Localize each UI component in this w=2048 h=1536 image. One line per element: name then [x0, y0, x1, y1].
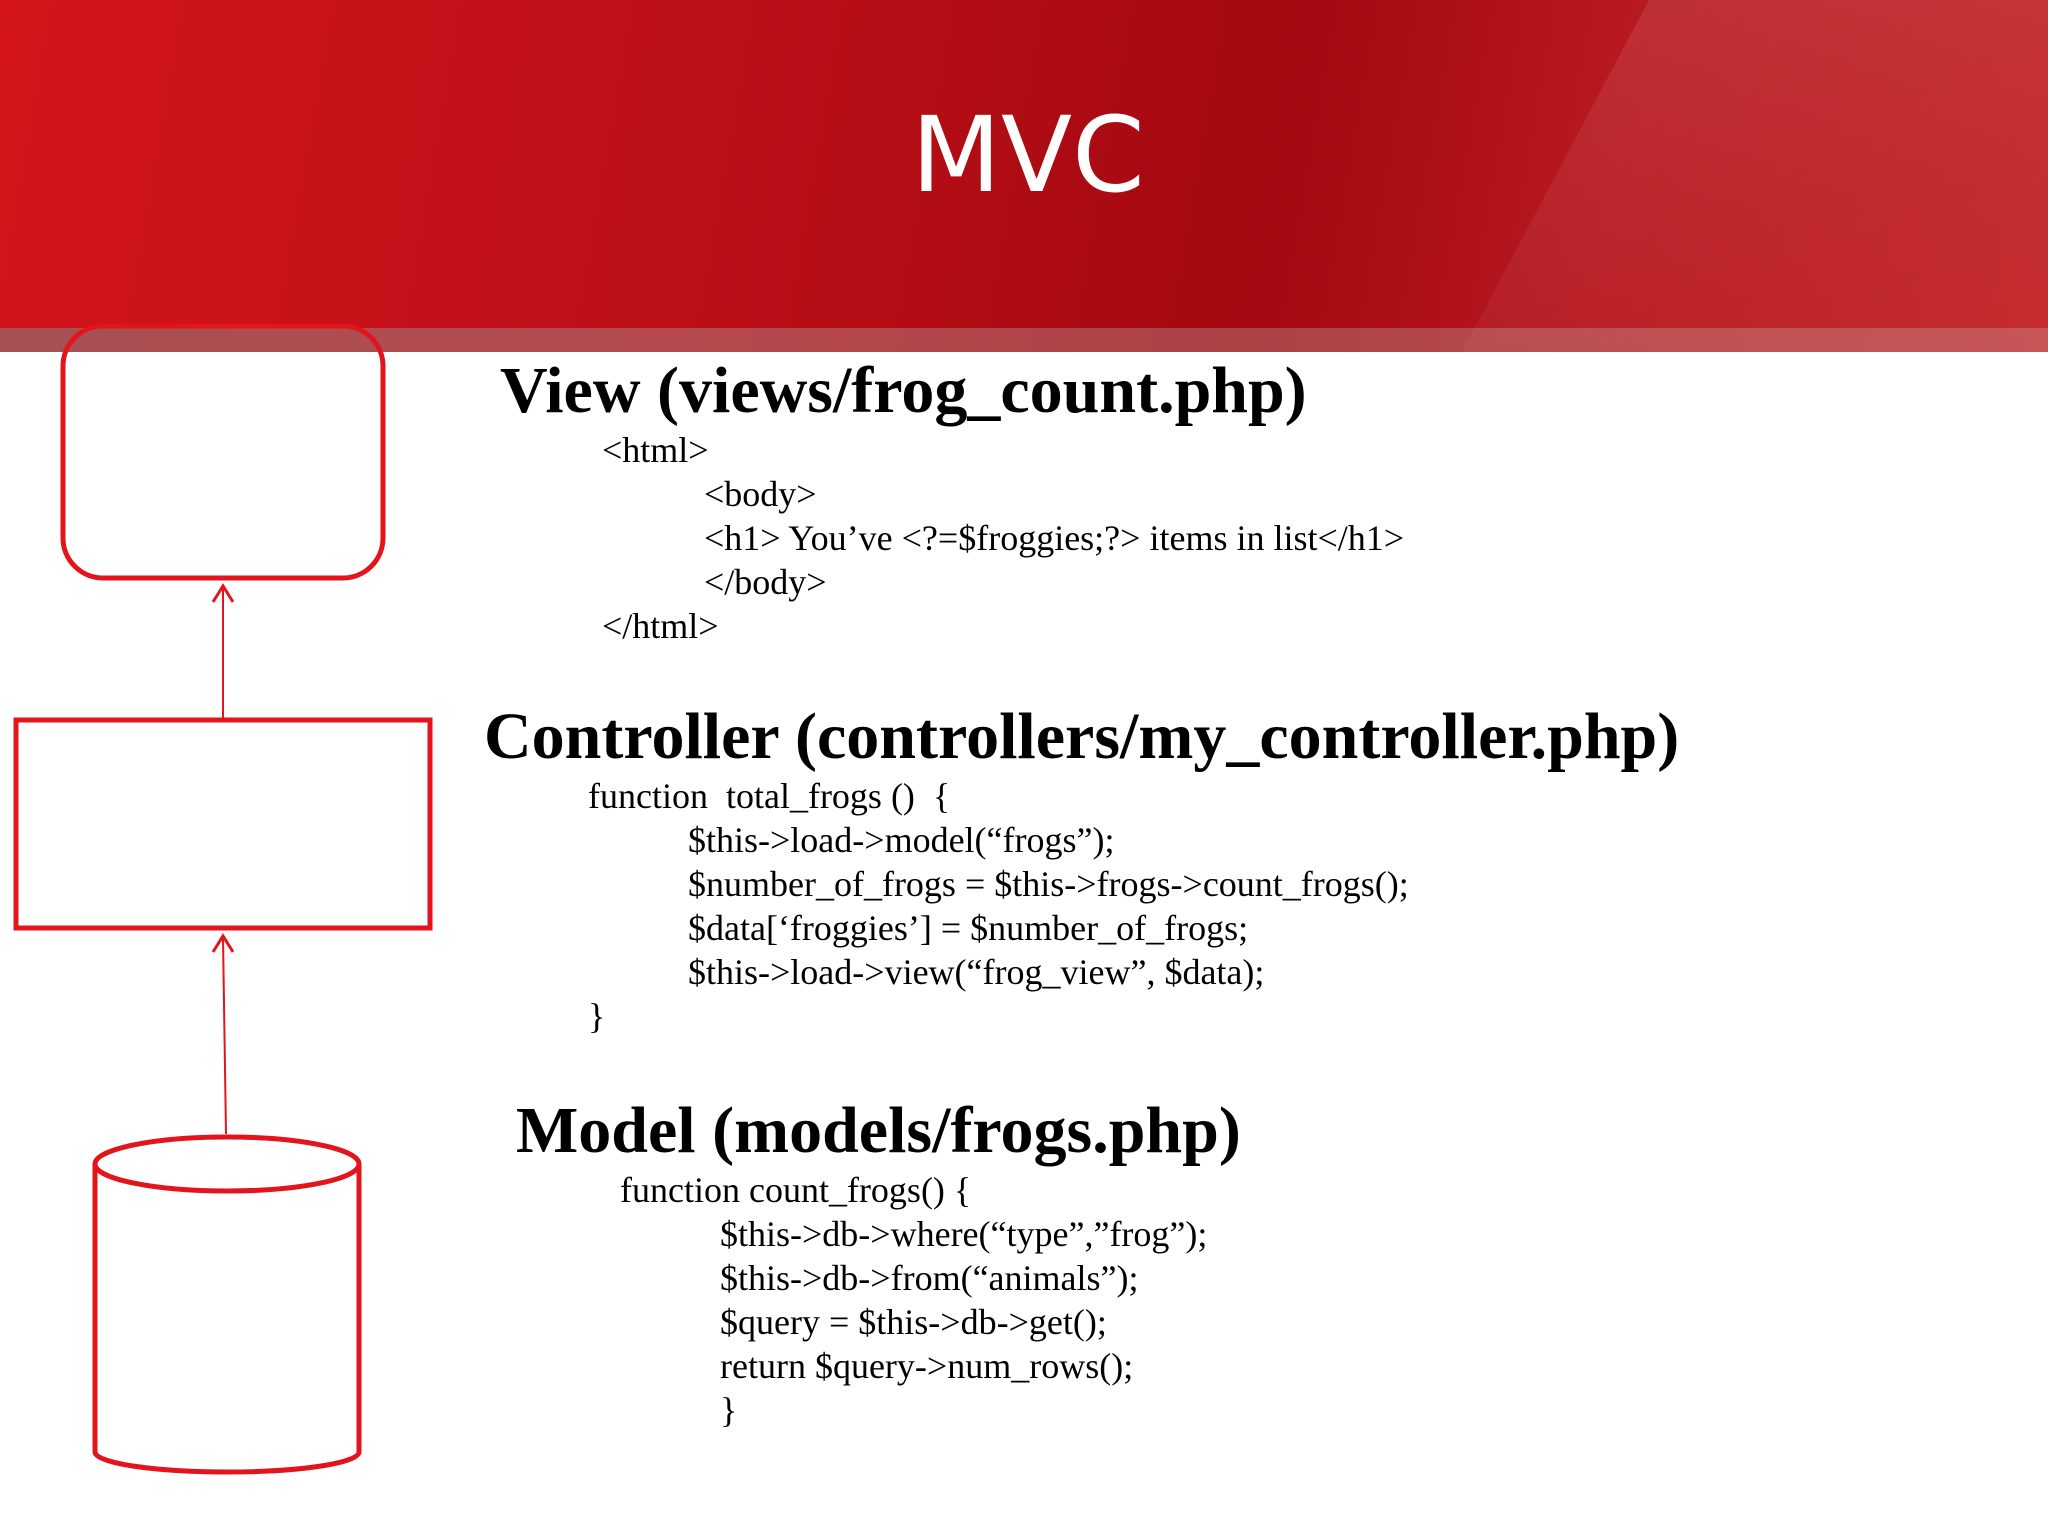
controller-code-line: $this->load->model(“frogs”); [688, 820, 1115, 860]
arrowhead-view [211, 583, 235, 603]
arrowhead-controller [211, 933, 235, 953]
controller-code-line: $data[‘froggies’] = $number_of_frogs; [688, 908, 1249, 948]
view-heading: View (views/frog_count.php) [500, 354, 1307, 427]
controller-heading: Controller (controllers/my_controller.ph… [484, 700, 1680, 773]
controller-code-line: $this->load->view(“frog_view”, $data); [688, 952, 1265, 992]
model-code-line: $query = $this->db->get(); [720, 1302, 1107, 1342]
controller-code-line: $number_of_frogs = $this->frogs->count_f… [688, 864, 1409, 904]
view-code-line: </html> [602, 606, 719, 646]
model-code-line: $this->db->from(“animals”); [720, 1258, 1139, 1298]
view-code-line: <h1> You’ve <?=$froggies;?> items in lis… [704, 518, 1405, 558]
model-code-line: return $query->num_rows(); [720, 1346, 1134, 1386]
model-code-line: function count_frogs() { [620, 1170, 972, 1210]
model-code-line: } [720, 1390, 738, 1430]
arrow-model-to-controller [222, 937, 227, 1135]
slide-header: MVC [0, 0, 2048, 352]
controller-box [13, 717, 433, 931]
controller-code-line: } [588, 996, 606, 1036]
view-code-line: <html> [602, 430, 709, 470]
model-heading: Model (models/frogs.php) [516, 1094, 1241, 1167]
controller-code-line: function total_frogs () { [588, 776, 951, 816]
view-code-line: <body> [704, 474, 817, 514]
slide-title: MVC [911, 94, 1145, 216]
view-box [60, 323, 386, 581]
database-cylinder-icon [92, 1134, 362, 1475]
view-code-line: </body> [704, 562, 827, 602]
model-code-line: $this->db->where(“type”,”frog”); [720, 1214, 1208, 1254]
